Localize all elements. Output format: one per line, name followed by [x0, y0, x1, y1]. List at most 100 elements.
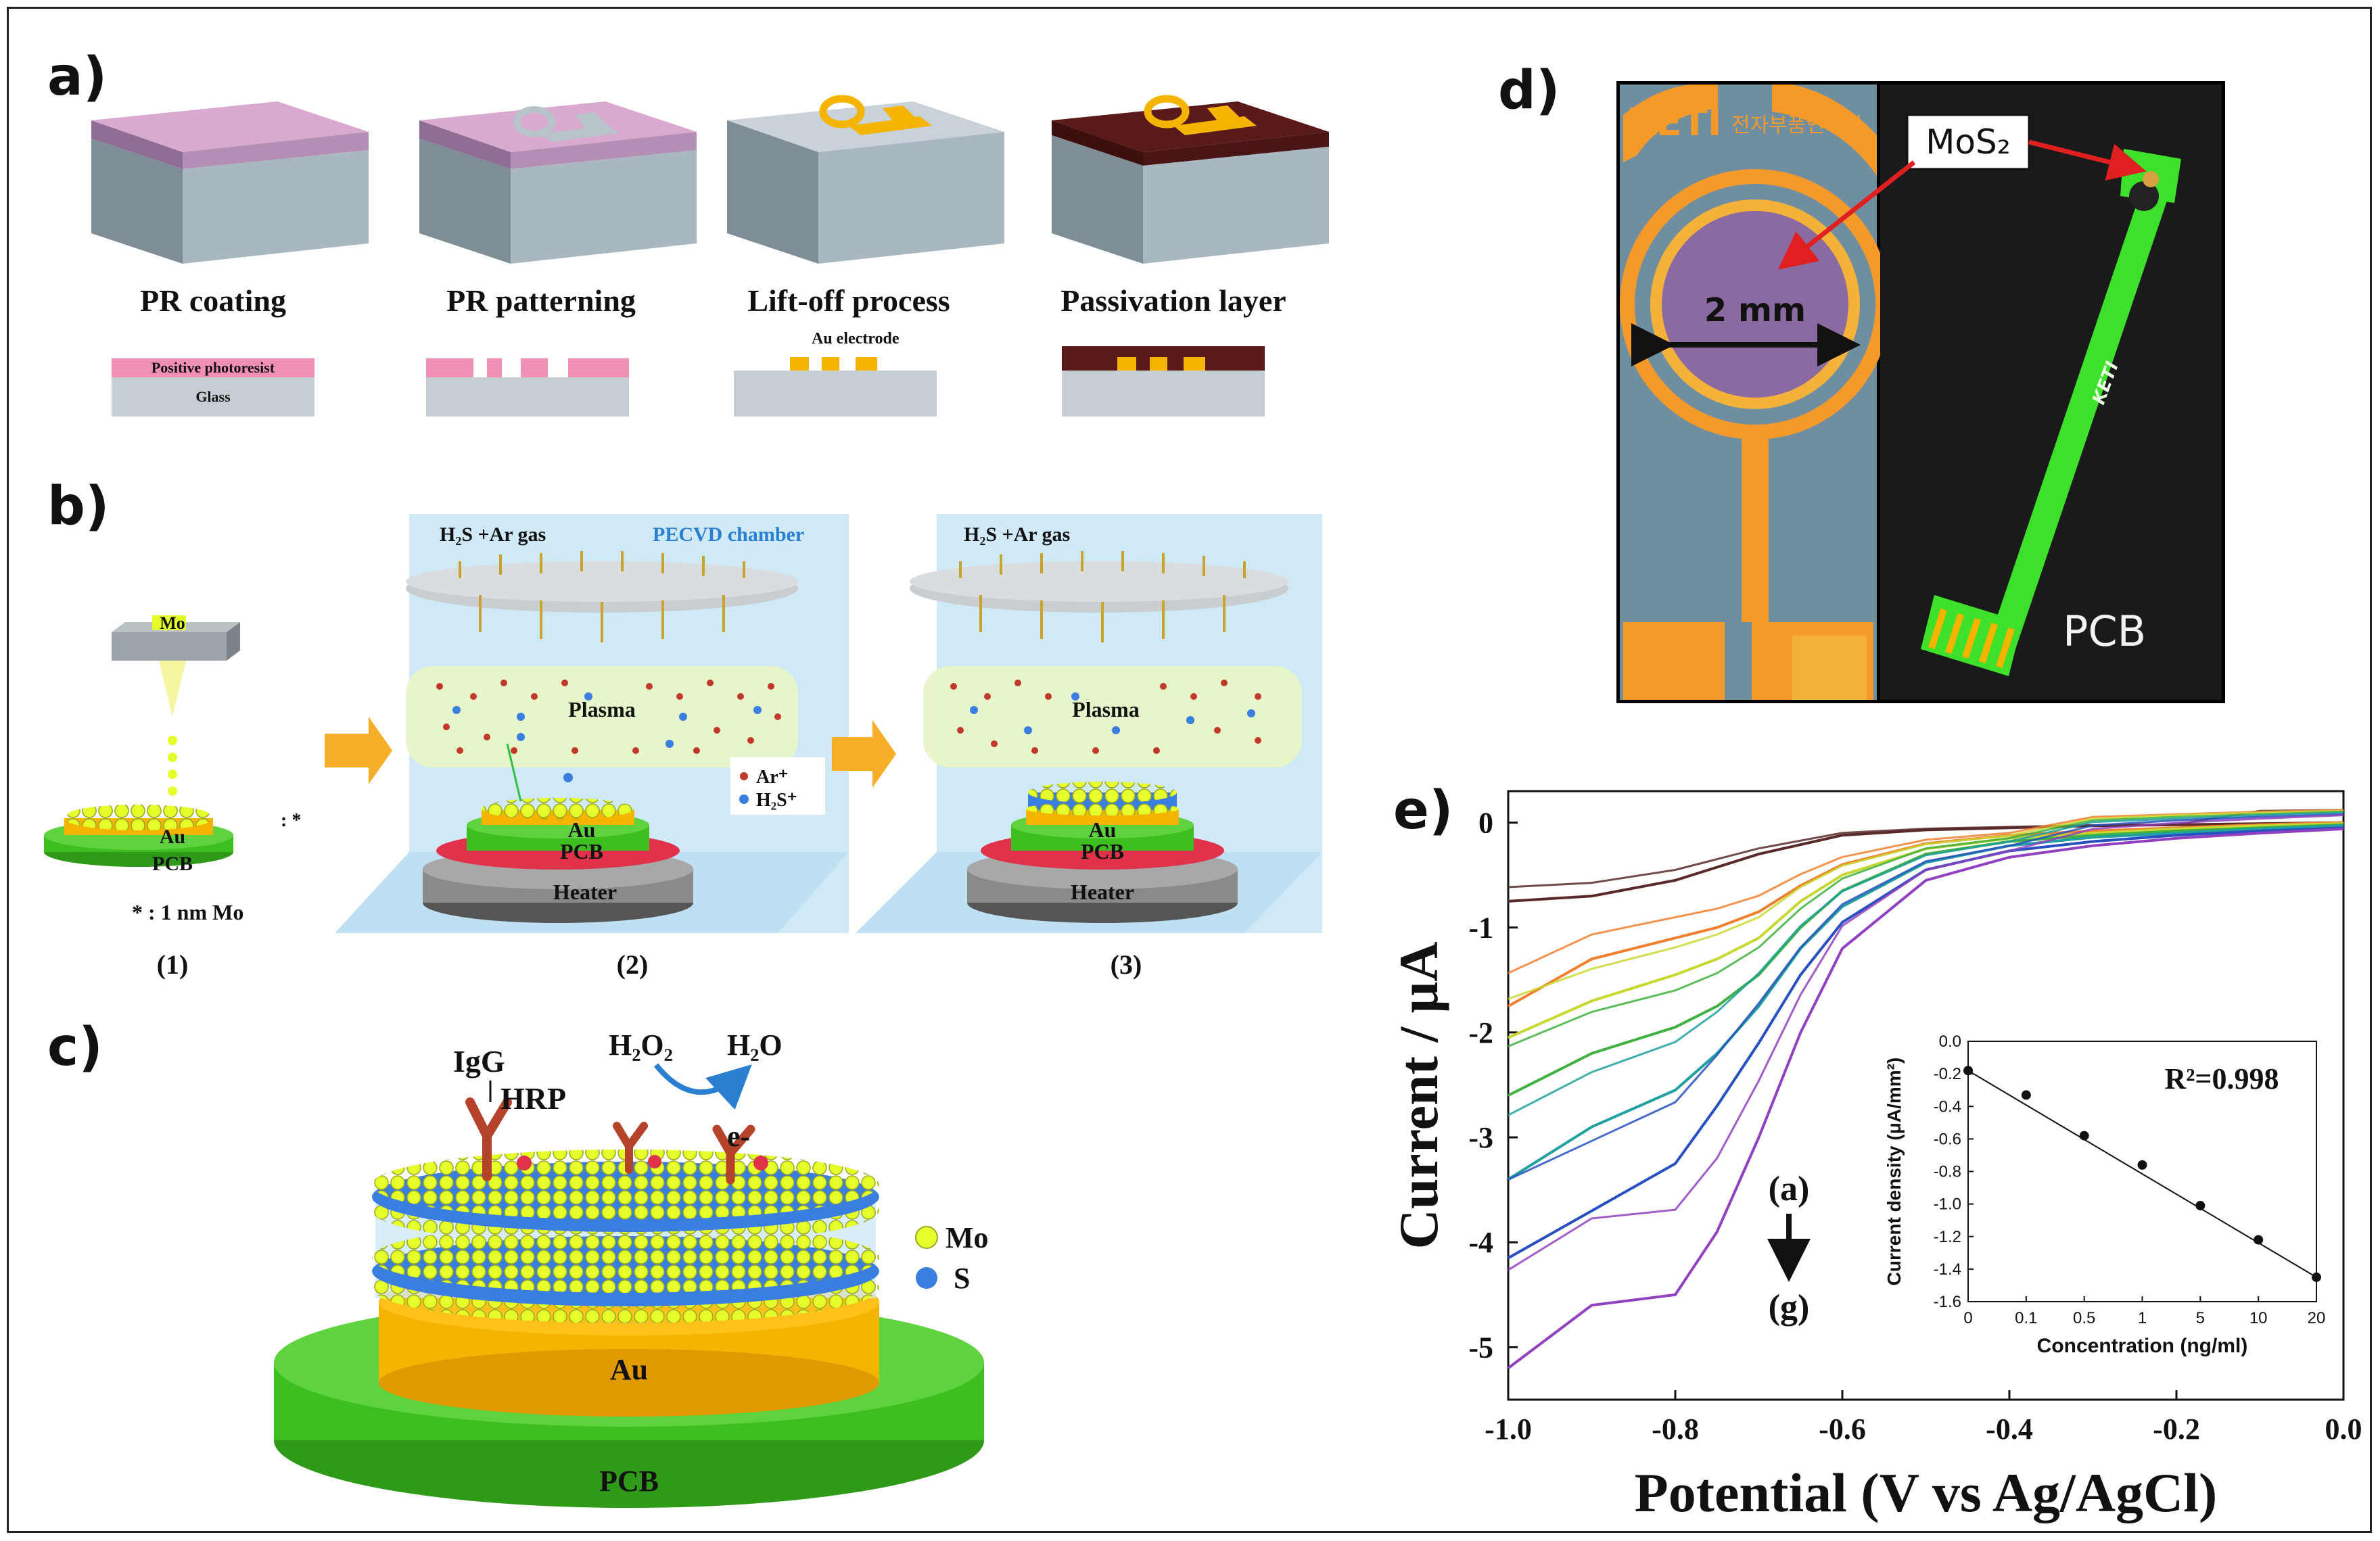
inset-y-tick-label: -1.4 [1934, 1260, 1961, 1279]
series-start-label: (a) [1769, 1170, 1810, 1208]
inset-y-tick-label: -1.0 [1934, 1195, 1961, 1214]
cv-y-tick-label: -4 [1468, 1226, 1493, 1259]
cv-y-tick-label: 0 [1478, 807, 1493, 840]
panel-b-label: b) [47, 476, 109, 537]
cv-y-axis-title: Current / μA [1388, 942, 1449, 1250]
cv-curve-return-4 [1508, 811, 2344, 1116]
cv-curve-forward-2 [1508, 822, 2344, 1039]
inset-data-point [2312, 1272, 2321, 1282]
process-arrow-1 [325, 717, 392, 784]
igg-antibody-3 [712, 1124, 755, 1185]
inset-data-point [2254, 1235, 2264, 1245]
cv-x-tick-label: -0.6 [1819, 1413, 1866, 1446]
inset-y-tick-label: 0.0 [1939, 1033, 1961, 1051]
legend-s-label: S [954, 1262, 970, 1295]
b-step1-evaporation: Mo Au PCB : * * : 1 nm Mo (1) [44, 613, 301, 980]
hrp-dot-1 [517, 1156, 532, 1170]
au-label-3: Au [1089, 817, 1117, 842]
gas-label-2: H₂S +Ar gas [440, 523, 546, 546]
panel-c: c) PCB Au [47, 1017, 989, 1508]
passivation-block [1052, 95, 1329, 264]
inset-x-tick-label: 20 [2308, 1309, 2326, 1327]
igg-antibody-1 [465, 1097, 512, 1181]
inset-y-tick-label: -0.6 [1934, 1130, 1961, 1148]
chamber-label: PECVD chamber [653, 523, 804, 546]
cv-y-tick-label: -2 [1468, 1016, 1493, 1049]
cv-y-tick-label: -5 [1468, 1331, 1493, 1364]
mos2-callout-box [1906, 114, 2030, 170]
mos2-arrow-left [1778, 160, 1916, 270]
b-step2-pecvd: H₂S +Ar gas PECVD chamber Plasma [335, 514, 849, 980]
cv-curve-forward-4 [1507, 824, 2344, 1181]
inset-x-tick-label: 0.1 [2015, 1309, 2037, 1327]
inset-x-tick-label: 1 [2138, 1309, 2147, 1327]
mos2-arrow-right [2028, 139, 2147, 181]
au-label-1: Au [160, 826, 185, 848]
panel-d: d) KETI 전자부품연구원 2 mm KETI PC [1498, 60, 2225, 703]
mo-thickness-note: * : 1 nm Mo [132, 900, 243, 924]
gas-label-3: H₂S +Ar gas [964, 523, 1070, 546]
mos2-callout-label: MoS₂ [1926, 122, 2011, 162]
legend-s-dot [916, 1267, 937, 1289]
legend-ar-ion: Ar⁺ [756, 767, 788, 788]
keti-logo: KETI [1627, 101, 1722, 145]
inset-r-squared: R²=0.998 [2164, 1062, 2279, 1095]
step-title-pr-patterning: PR patterning [446, 283, 636, 318]
inset-x-tick-label: 0 [1963, 1309, 1972, 1327]
series-end-label: (g) [1769, 1288, 1810, 1327]
cv-x-tick-label: -0.4 [1986, 1413, 2033, 1446]
step-number-2: (2) [617, 949, 649, 980]
cross-section-lift-off: Au electrode [734, 330, 937, 417]
plasma-label-2: Plasma [568, 697, 636, 721]
cv-y-tick-label: -3 [1468, 1121, 1493, 1154]
panel-d-label: d) [1498, 60, 1560, 121]
inset-y-tick-label: -0.4 [1934, 1097, 1961, 1116]
au-label-c: Au [610, 1353, 648, 1386]
keti-logo-korean: 전자부품연구원 [1731, 114, 1862, 137]
legend-h2s-ion: H₂S⁺ [756, 790, 797, 811]
plasma-label-3: Plasma [1072, 697, 1140, 721]
inset-data-point [2079, 1131, 2089, 1141]
cross-section-pr-patterning [426, 358, 629, 417]
pcb-label-1: PCB [152, 853, 193, 875]
inset-y-tick-label: -1.2 [1934, 1228, 1961, 1246]
cv-x-axis-title: Potential (V vs Ag/AgCl) [1635, 1462, 2218, 1523]
step-number-1: (1) [157, 949, 189, 980]
mo-source-label: Mo [160, 613, 185, 633]
mo-layer-marker: : * [281, 810, 301, 831]
hrp-label: HRP [500, 1081, 566, 1116]
cv-x-tick-label: -0.8 [1652, 1413, 1699, 1446]
legend-mo-label: Mo [946, 1221, 989, 1254]
pcb-label-d: PCB [2063, 607, 2146, 656]
inset-x-tick-label: 5 [2196, 1309, 2205, 1327]
process-arrow-2 [832, 720, 896, 788]
cv-curve-forward-0 [1508, 821, 2344, 903]
cv-curve-return-2 [1508, 809, 2344, 1000]
reaction-arrow [653, 1063, 752, 1110]
cv-x-tick-label: -0.2 [2153, 1413, 2200, 1446]
panel-c-label: c) [47, 1017, 103, 1078]
pcb-label-2: PCB [560, 839, 603, 863]
cross-section-pr-coating: Positive photoresist Glass [112, 358, 314, 417]
label-glass: Glass [195, 388, 231, 405]
heater-label-2: Heater [553, 880, 617, 904]
label-au-electrode: Au electrode [812, 330, 900, 348]
igg-antibody-2 [613, 1122, 648, 1174]
legend-mo-dot [915, 1226, 938, 1249]
step-title-lift-off: Lift-off process [747, 283, 950, 318]
inset-y-axis-title: Current density (μA/mm²) [1884, 1058, 1905, 1286]
cross-section-passivation [1062, 346, 1265, 417]
step-number-3: (3) [1111, 949, 1142, 980]
igg-label: IgG [453, 1044, 505, 1078]
pcb-label-3: PCB [1081, 839, 1124, 863]
pcb-label-c: PCB [599, 1465, 659, 1498]
lift-off-block [727, 95, 1004, 264]
inset-data-point [2195, 1201, 2206, 1211]
inset-data-point [1963, 1066, 1973, 1076]
inset-x-axis-title: Concentration (ng/ml) [2037, 1335, 2248, 1357]
scale-label: 2 mm [1704, 291, 1806, 329]
panel-e-label: e) [1393, 780, 1453, 841]
